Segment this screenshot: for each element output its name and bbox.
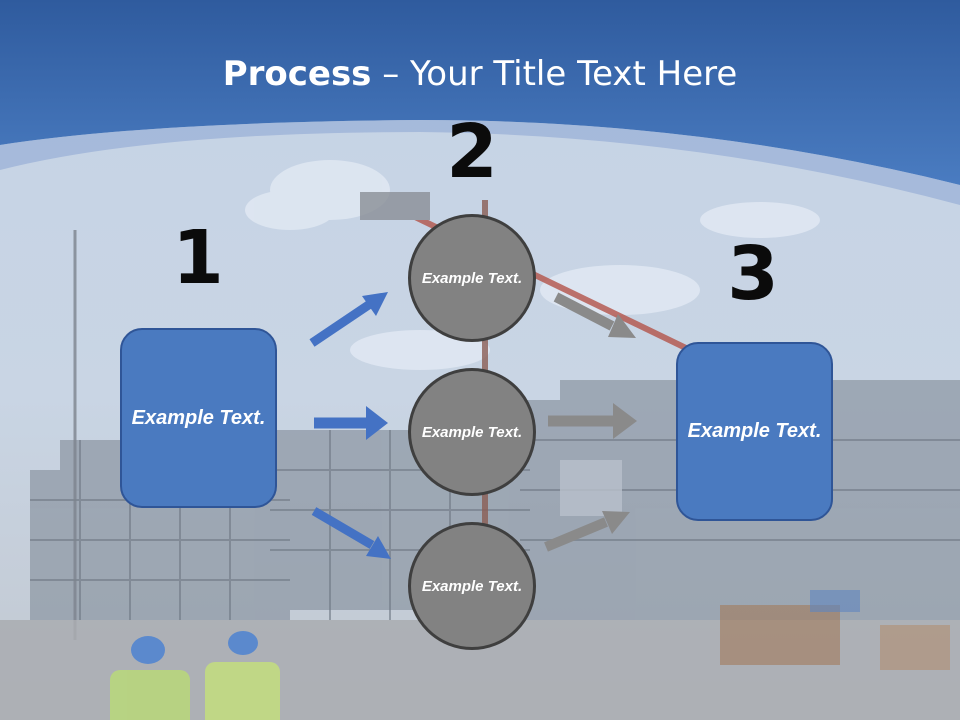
- slide-title: Process – Your Title Text Here: [0, 52, 960, 96]
- blue-arrow-up: [309, 292, 388, 347]
- gray-arrow-up: [544, 511, 630, 552]
- circle-bottom-label: Example Text.: [421, 577, 523, 595]
- left-step-box: Example Text.: [120, 328, 277, 508]
- process-circle-bottom: Example Text.: [408, 522, 536, 650]
- circle-middle-label: Example Text.: [421, 423, 523, 441]
- left-step-label: Example Text.: [131, 406, 266, 429]
- right-step-label: Example Text.: [687, 420, 822, 442]
- title-rest: – Your Title Text Here: [371, 54, 738, 94]
- step-number-1: 1: [172, 215, 224, 301]
- title-bold: Process: [222, 54, 372, 94]
- blue-arrow-right: [314, 406, 388, 440]
- right-step-box: Example Text.: [676, 342, 833, 521]
- gray-arrow-down: [553, 292, 636, 338]
- step-number-2: 2: [446, 109, 498, 195]
- process-circle-top: Example Text.: [408, 214, 536, 342]
- blue-arrow-down: [311, 507, 391, 559]
- gray-arrow-right: [548, 403, 637, 439]
- circle-top-label: Example Text.: [421, 269, 523, 287]
- step-number-3: 3: [727, 231, 779, 317]
- process-circle-middle: Example Text.: [408, 368, 536, 496]
